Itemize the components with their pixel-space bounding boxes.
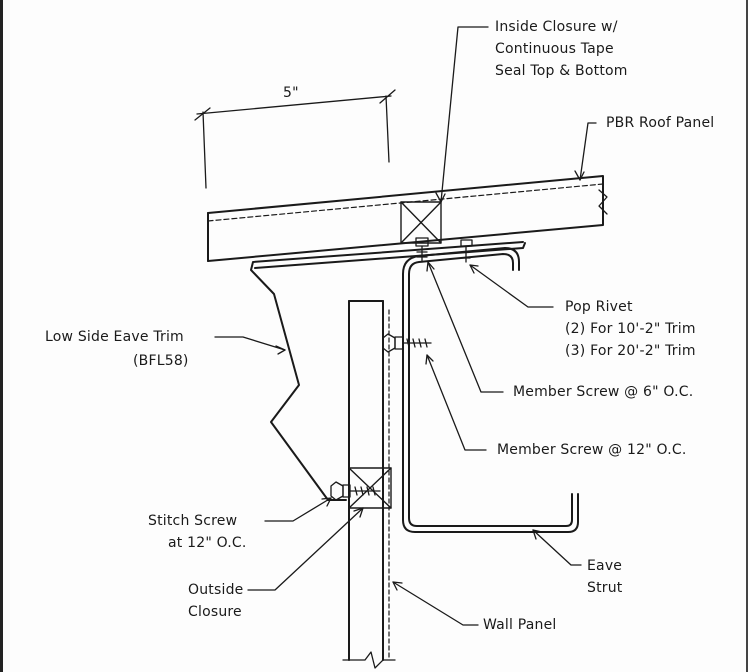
label-pop-rivet-line1: Pop Rivet [565, 299, 633, 315]
eave-detail-drawing [194, 26, 608, 669]
member-screw-6in [415, 237, 429, 263]
label-outside-closure-line1: Outside [188, 582, 244, 598]
eave-strut [402, 247, 579, 533]
outside-closure [348, 467, 392, 509]
label-roof-panel: PBR Roof Panel [606, 115, 715, 131]
label-inside-closure-line3: Seal Top & Bottom [495, 63, 628, 79]
label-pop-rivet-line2: (2) For 10'-2" Trim [565, 321, 696, 337]
label-stitch-screw-line2: at 12" O.C. [168, 535, 247, 551]
label-wall-panel: Wall Panel [483, 617, 557, 633]
pbr-roof-panel [207, 175, 608, 262]
label-inside-closure-line1: Inside Closure w/ [495, 19, 618, 35]
label-eave-trim-line1: Low Side Eave Trim [45, 329, 184, 345]
label-stitch-screw-line1: Stitch Screw [148, 513, 238, 529]
wall-panel [342, 300, 396, 669]
label-inside-closure-line2: Continuous Tape [495, 41, 614, 57]
inside-closure [400, 201, 442, 244]
label-eave-strut-line1: Eave [587, 558, 623, 574]
low-side-eave-trim [250, 241, 526, 501]
label-outside-closure-line2: Closure [188, 604, 242, 620]
member-screw-12in [382, 333, 432, 353]
stitch-screw [330, 481, 381, 501]
leader-lines [214, 26, 597, 626]
dimension-5in [194, 89, 396, 189]
pop-rivet [460, 239, 473, 263]
label-member-screw-12in: Member Screw @ 12" O.C. [497, 442, 687, 458]
label-eave-strut-line2: Strut [587, 580, 623, 596]
label-member-screw-6in: Member Screw @ 6" O.C. [513, 384, 694, 400]
label-pop-rivet-line3: (3) For 20'-2" Trim [565, 343, 696, 359]
label-eave-trim-line2: (BFL58) [133, 353, 189, 369]
dimension-label: 5" [283, 85, 299, 101]
